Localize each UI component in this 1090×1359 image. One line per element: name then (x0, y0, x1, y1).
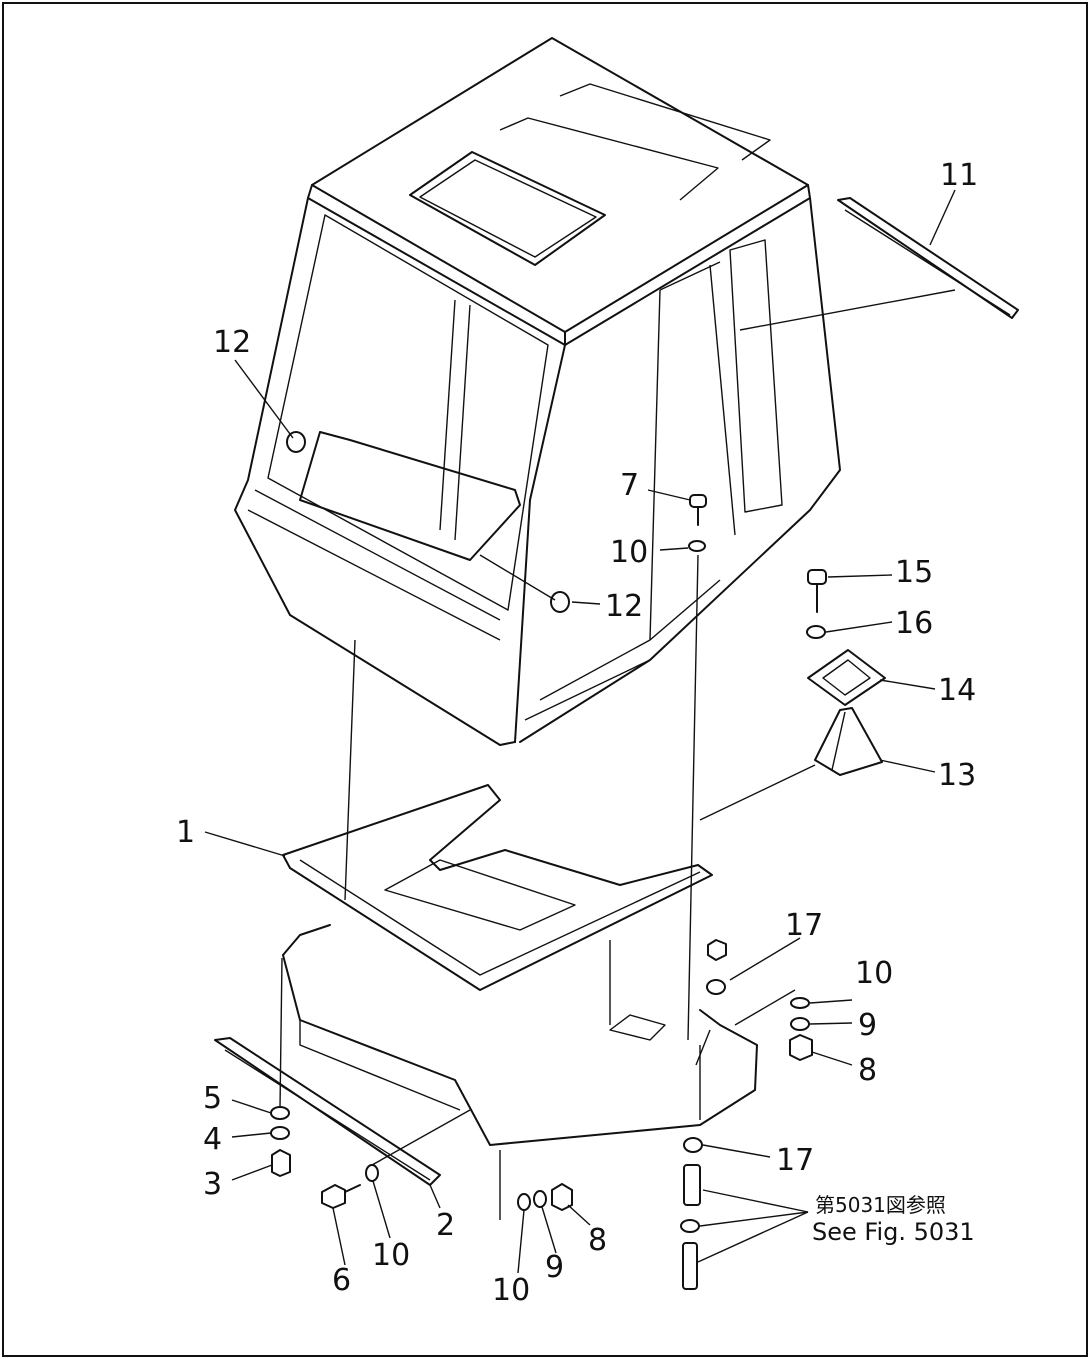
mount-part-13 (814, 707, 883, 776)
callout-7: 7 (620, 468, 639, 503)
reference-english: See Fig. 5031 (812, 1218, 975, 1246)
cab-assembly (234, 37, 841, 746)
callout-10-upper: 10 (610, 535, 648, 570)
callout-12-upper: 12 (213, 325, 251, 360)
callout-1: 1 (176, 815, 195, 850)
callout-10-right: 10 (855, 956, 893, 991)
callout-12-lower: 12 (605, 589, 643, 624)
callout-11: 11 (940, 158, 978, 193)
floor-plate (282, 784, 713, 991)
callout-17-upper: 17 (785, 908, 823, 943)
reference-note: 第5031図参照 See Fig. 5031 (812, 1193, 975, 1246)
base-frame (282, 924, 758, 1146)
leader-lines (204, 189, 956, 1274)
rail-part-11 (837, 197, 1019, 319)
callout-9-bottom: 9 (545, 1250, 564, 1285)
plate-part-14 (807, 649, 886, 706)
callout-8-right: 8 (858, 1053, 877, 1088)
callout-17-lower: 17 (776, 1143, 814, 1178)
callout-6: 6 (332, 1263, 351, 1298)
callout-16: 16 (895, 606, 933, 641)
callout-15: 15 (895, 555, 933, 590)
reference-japanese: 第5031図参照 (815, 1193, 946, 1217)
callout-13: 13 (938, 758, 976, 793)
callout-3: 3 (203, 1167, 222, 1202)
callout-4: 4 (203, 1122, 222, 1157)
callout-14: 14 (938, 673, 976, 708)
callout-10-bottom: 10 (492, 1273, 530, 1308)
callout-labels: 1 2 3 4 5 6 7 8 8 9 9 10 10 10 10 11 12 … (176, 158, 978, 1308)
callout-10-left: 10 (372, 1238, 410, 1273)
side-rail-part-2 (214, 1037, 441, 1186)
callout-5: 5 (203, 1081, 222, 1116)
fasteners (270, 431, 827, 1290)
assembly-lines (279, 289, 956, 1220)
callout-2: 2 (436, 1208, 455, 1243)
callout-8-bottom: 8 (588, 1223, 607, 1258)
callout-9-right: 9 (858, 1008, 877, 1043)
